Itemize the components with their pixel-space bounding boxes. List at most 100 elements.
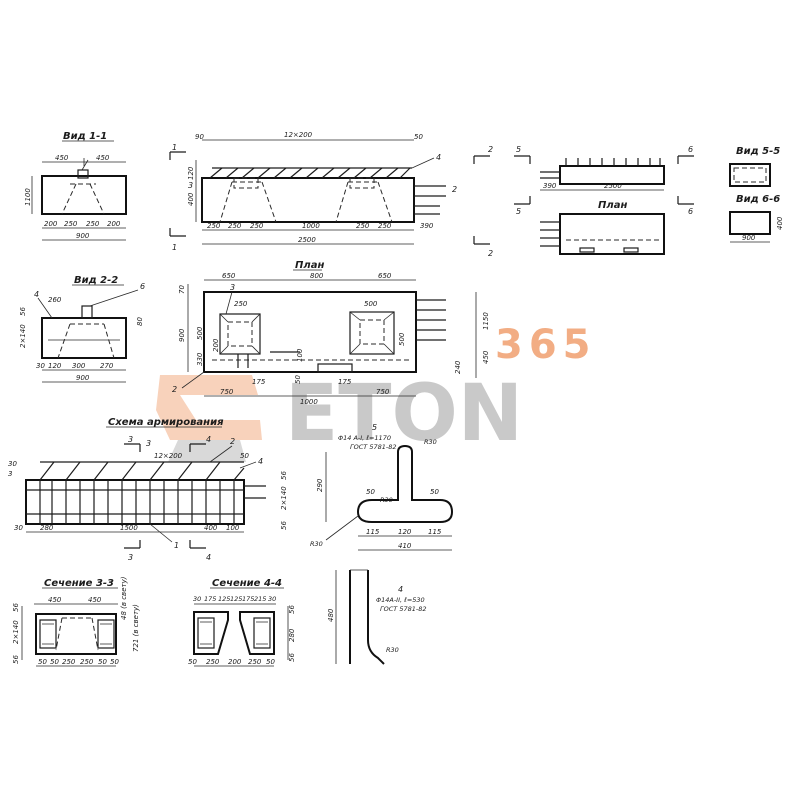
- section-3-3: Сечение 3-3 450 450 56 2×140 56 48 (в св…: [12, 576, 140, 667]
- elev-dim-2500: 2500: [298, 236, 316, 244]
- bar5-spec-2: ГОСТ 5781-82: [350, 443, 396, 451]
- cut-6-bottom: 6: [688, 207, 693, 216]
- bar-detail-4: 480 4 Φ14А-II, ℓ=530 ГОСТ 5781-82 R30: [327, 569, 426, 665]
- elev-dim-250-e: 250: [378, 222, 392, 230]
- plan-dim-1000: 1000: [300, 398, 318, 406]
- sec44-dim-56-b: 56: [288, 653, 296, 662]
- sec44-dim-50-a: 50: [188, 658, 197, 666]
- bar5-r30-top: R30: [424, 438, 437, 446]
- plan-pos-3: 3: [230, 283, 235, 292]
- elev-dim-12x200: 12×200: [284, 131, 313, 139]
- scheme-dim-56-a: 56: [280, 471, 288, 480]
- v6-dim-400: 400: [776, 216, 784, 230]
- scheme-pos-3: 3: [146, 439, 151, 448]
- plan-dim-250: 250: [234, 300, 248, 308]
- scheme-dim-400: 400: [204, 524, 218, 532]
- view-2-2: Вид 2-2 4 6 260 56 2×140 80 30 120 300 2…: [19, 275, 145, 383]
- plan-dim-175-a: 175: [252, 378, 266, 386]
- sec33-dim-50-b: 50: [50, 658, 59, 666]
- sec33-dim-56-a: 56: [12, 603, 20, 612]
- sec44-dim-50-b: 50: [266, 658, 275, 666]
- plan-dim-450: 450: [482, 350, 490, 364]
- v22-dim-80: 80: [136, 317, 144, 326]
- bar5-dim-120: 120: [398, 528, 412, 536]
- cut-5-bottom: 5: [516, 207, 521, 216]
- scheme-dim-56-b: 56: [280, 521, 288, 530]
- bar5-pos: 5: [372, 423, 377, 432]
- v5-dim-390: 390: [543, 182, 557, 190]
- scheme-dim-1500: 1500: [120, 524, 138, 532]
- elev-dim-50: 50: [414, 133, 423, 141]
- plan-pos-2: 2: [172, 385, 177, 394]
- watermark-word: ETON: [285, 369, 523, 459]
- sec33-dim-250-a: 250: [62, 658, 76, 666]
- scheme-dim-280: 280: [40, 524, 54, 532]
- plan-dim-500-v: 500: [196, 326, 204, 340]
- sec33-dim-50-d: 50: [110, 658, 119, 666]
- bar5-spec-1: Φ14 А-I, ℓ=1170: [338, 434, 391, 442]
- cut-1-top: 1: [172, 143, 177, 152]
- v22-dim-30: 30: [36, 362, 45, 370]
- sec44-dim-215: 215: [254, 595, 266, 603]
- scheme-pos-3-left: 3: [8, 470, 12, 478]
- watermark-number: 365: [495, 322, 597, 368]
- v22-dim-300: 300: [72, 362, 86, 370]
- bar4-spec-2: ГОСТ 5781-82: [380, 605, 426, 613]
- scheme-dim-30: 30: [8, 460, 17, 468]
- bar-detail-5: 5 Φ14 А-I, ℓ=1170 ГОСТ 5781-82 R30 290 5…: [310, 423, 454, 551]
- elevation-stirrups: [209, 167, 412, 179]
- plan-dim-330: 330: [196, 352, 204, 366]
- plan-top-title: План: [598, 200, 627, 211]
- scheme-pos-4: 4: [258, 457, 263, 466]
- scheme-cut-4-bottom: 4: [206, 553, 211, 562]
- scheme-stirrups: [26, 461, 245, 524]
- sec44-dim-250-a: 250: [206, 658, 220, 666]
- bar5-dim-410: 410: [398, 542, 412, 550]
- v22-dim-120: 120: [48, 362, 62, 370]
- dim-200-a: 200: [44, 220, 58, 228]
- plan-dim-70: 70: [178, 285, 186, 294]
- plan-dim-50: 50: [294, 375, 302, 384]
- elev-dim-390: 390: [420, 222, 434, 230]
- plan-dim-175-b: 175: [338, 378, 352, 386]
- watermark-logo-icon: [156, 375, 262, 462]
- plan-dim-100: 100: [296, 348, 304, 362]
- sec33-dim-450-b: 450: [88, 596, 102, 604]
- reinforcement-scheme: Схема армирования 3 4 2 4 3 12×200 50 30…: [8, 417, 288, 562]
- v22-dim-260: 260: [48, 296, 62, 304]
- sec33-dim-450-a: 450: [48, 596, 62, 604]
- bar5-r30-mid: R30: [380, 496, 393, 504]
- scheme-dim-30-b: 30: [14, 524, 23, 532]
- bar5-dim-115-b: 115: [428, 528, 442, 536]
- dim-250-a: 250: [64, 220, 78, 228]
- sec44-dim-30-a: 30: [193, 595, 201, 603]
- plan-dim-800: 800: [310, 272, 324, 280]
- elev-pos-2: 2: [452, 185, 457, 194]
- section-4-4: Сечение 4-4 30 175 125 125 175 215 30 56…: [188, 578, 296, 667]
- cut-2-bottom: 2: [488, 249, 493, 258]
- sec33-dim-2x140: 2×140: [12, 620, 20, 644]
- sec44-dim-175-b: 175: [242, 595, 254, 603]
- scheme-pos-1: 1: [174, 541, 179, 550]
- bar4-r30: R30: [386, 646, 399, 654]
- bar5-dim-290: 290: [316, 478, 324, 492]
- dim-900: 900: [76, 232, 90, 240]
- sec44-dim-56-a: 56: [288, 605, 296, 614]
- watermark: 365 ETON: [156, 322, 597, 462]
- section-3-3-title: Сечение 3-3: [44, 578, 114, 589]
- sec44-dim-200: 200: [228, 658, 242, 666]
- view-1-1: Вид 1-1 450 450 1100 200 250 250 200 900: [24, 131, 127, 241]
- plan-socket-right: [349, 311, 395, 355]
- sec44-dim-175-a: 175: [204, 595, 216, 603]
- elev-dim-120: 120: [187, 166, 195, 180]
- scheme-dim-12x200: 12×200: [154, 452, 183, 460]
- cut-6-top: 6: [688, 145, 693, 154]
- plan-dim-650-b: 650: [378, 272, 392, 280]
- view-2-2-title: Вид 2-2: [74, 275, 118, 286]
- dim-450-right: 450: [96, 154, 110, 162]
- scheme-pos-2: 2: [230, 437, 235, 446]
- scheme-dim-2x140: 2×140: [280, 486, 288, 510]
- elev-dim-400: 400: [187, 192, 195, 206]
- scheme-cut-4-top: 4: [206, 435, 211, 444]
- front-elevation: 1 1 2 4 3 90 12×200 50 120 400 250 250: [169, 131, 493, 258]
